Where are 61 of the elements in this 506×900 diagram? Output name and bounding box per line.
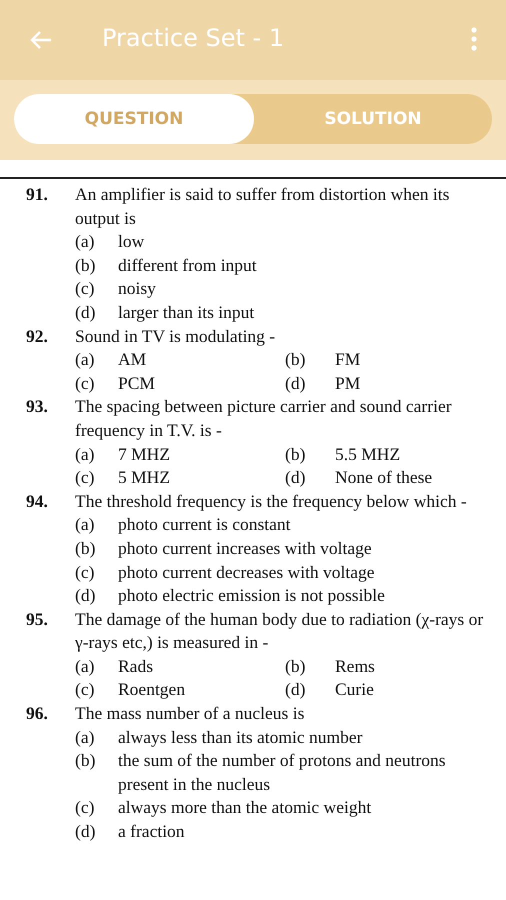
option-letter: (b) [75,254,96,277]
option-letter: (b) [75,536,96,560]
option-text: 7 MHZ [118,442,170,466]
option-letter: (d) [75,300,96,324]
option-letter: (a) [75,230,94,254]
option-letter: (c) [75,372,94,395]
option-letter: (b) [285,442,306,466]
option-letter: (c) [75,796,94,820]
question-text: Sound in TV is modulating - [75,324,276,348]
option-letter: (b) [75,749,96,772]
option-letter: (d) [285,466,306,490]
option-text: PCM [118,372,155,395]
option-text: photo current increases with voltage [118,536,373,560]
question-text: The spacing between picture carrier and sound carrier frequency in T.V. is - [75,395,453,442]
option-text: 5 MHZ [118,466,170,490]
option-text: a fraction [118,820,186,844]
option-text: always less than its atomic number [118,726,364,749]
option-text: photo current decreases with voltage [118,560,376,584]
option-letter: (c) [75,560,94,584]
question-text: The threshold frequency is the frequency below which - [75,490,468,513]
question-number: 96. [26,702,48,726]
page-title: Practice Set - 1 [102,24,284,52]
option-letter: (a) [75,513,94,536]
option-letter: (b) [285,348,306,372]
option-letter: (d) [285,678,306,702]
option-letter: (a) [75,726,94,749]
question-text: The damage of the human body due to radiation (χ-rays or γ-rays etc,) is measured in - [75,608,484,654]
option-letter: (c) [75,466,94,490]
question-number: 95. [26,608,48,631]
option-letter: (c) [75,277,94,300]
option-letter: (b) [285,654,306,678]
option-text: Rems [335,654,375,678]
option-text: larger than its input [118,300,256,324]
option-letter: (a) [75,654,94,678]
question-text: The mass number of a nucleus is [75,702,306,726]
question-number: 94. [26,490,48,513]
option-text: always more than the atomic weight [118,796,372,820]
option-text: PM [335,372,360,395]
option-text: FM [335,348,360,372]
option-text: different from input [118,254,258,277]
question-number: 91. [26,183,48,206]
option-letter: (c) [75,678,94,702]
option-letter: (d) [75,584,96,608]
option-letter: (a) [75,348,94,372]
option-text: photo electric emission is not possible [118,584,386,608]
option-text: photo current is constant [118,513,292,536]
option-text: None of these [335,466,432,490]
option-letter: (a) [75,442,94,466]
option-text: Rads [118,654,153,678]
option-text: low [118,230,146,254]
question-number: 92. [26,324,48,348]
option-text: 5.5 MHZ [335,442,400,466]
solution-tab: SOLUTION [254,94,492,144]
option-text: AM [118,348,146,372]
question-number: 93. [26,395,48,418]
option-letter: (d) [75,820,96,844]
option-text: Roentgen [118,678,186,702]
question-tab: QUESTION [14,94,254,144]
option-text: Curie [335,678,374,702]
option-letter: (d) [285,372,306,395]
option-text: noisy [118,277,157,300]
